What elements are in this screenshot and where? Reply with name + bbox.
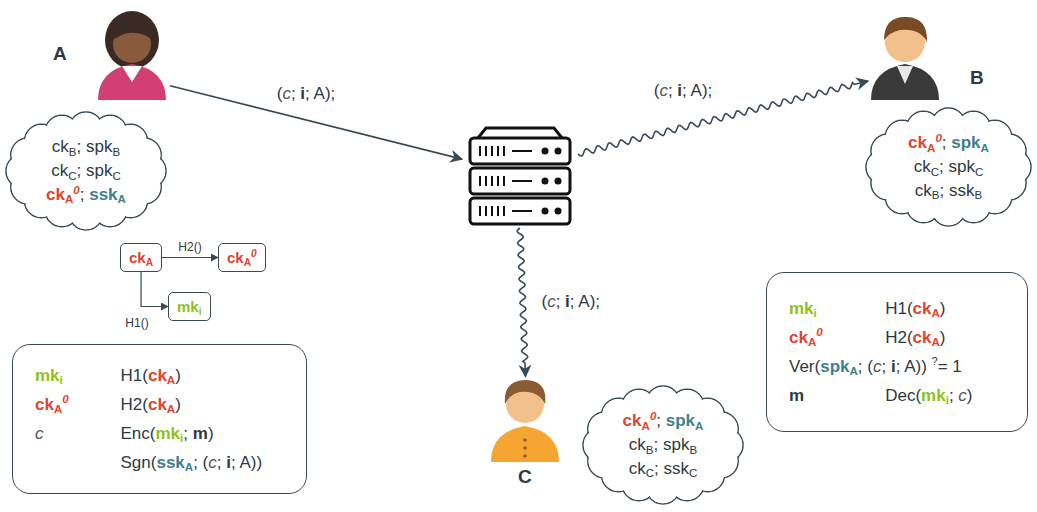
formula-text: mki: [35, 366, 91, 386]
key-cloud: ckA0; spkAckC; spkCckB; sskB: [866, 108, 1031, 226]
formula-text: ckA0; spkA: [908, 131, 989, 155]
key-box: mki: [168, 292, 211, 321]
formula-text: Enc(mki; m): [121, 424, 284, 444]
party-label: A: [53, 43, 67, 65]
formula-text: ckB; spkB: [52, 135, 120, 159]
edge-label: (c; i; A);: [652, 81, 715, 101]
formula-text: ckA0; spkA: [623, 409, 704, 433]
formula-text: ckB; spkB: [629, 433, 697, 457]
edge-label: (c; i; A);: [275, 84, 338, 104]
server-icon: [470, 128, 570, 224]
key-cloud: ckA0; spkAckB; spkBckC; sskC: [583, 386, 743, 504]
formula-text: Dec(mki; c): [885, 386, 1005, 406]
formula-text: H1(ckA): [121, 366, 284, 386]
key-box: ckA: [120, 243, 162, 272]
formula-text: Ver(spkA; (c; i; A)) ?= 1: [789, 357, 1005, 377]
person-node: C: [488, 372, 563, 462]
arrow: [141, 272, 168, 307]
party-label: B: [970, 67, 984, 89]
formula-text: ckA0: [789, 328, 855, 348]
key-box: ckA0: [218, 243, 266, 272]
formula-text: ckC; sskC: [629, 457, 698, 481]
person-node: B: [868, 5, 943, 100]
formula-text: c: [35, 424, 91, 444]
formula-text: H1(ckA): [885, 299, 1005, 319]
formula-text: m: [789, 386, 855, 406]
arrow: [162, 257, 218, 258]
formula-text: mki: [177, 298, 202, 315]
formula-text: ckC; spkC: [914, 155, 984, 179]
person-icon: [871, 17, 939, 100]
person-icon: [491, 380, 559, 462]
formula-text: ckA0: [227, 249, 257, 266]
edge-label: H2(): [176, 240, 203, 254]
formula-text: ckA0; sskA: [46, 183, 126, 207]
formula-text: H2(ckA): [121, 395, 284, 415]
wavy-arrow: [517, 228, 528, 377]
person-icon: [98, 11, 166, 100]
formula-text: ckA: [129, 249, 153, 266]
formula-text: ckB; sskB: [915, 179, 982, 203]
formula-text: ckC; spkC: [51, 159, 121, 183]
party-label: C: [518, 466, 532, 488]
server-node: [462, 122, 578, 228]
formula-text: Sgn(sskA; (c; i; A)): [121, 453, 284, 473]
formula-text: ckA0: [35, 395, 91, 415]
computation-box: mki H1(ckA) ckA0 H2(ckA) c Enc(mki; m) Sgn(ssk…: [12, 344, 307, 494]
key-cloud: ckB; spkBckC; spkCckA0; sskA: [6, 112, 166, 230]
edge-label: H1(): [123, 316, 150, 330]
wavy-arrow: [578, 81, 868, 156]
formula-text: mki: [789, 299, 855, 319]
edge-label: (c; i; A);: [539, 292, 602, 312]
formula-text: H2(ckA): [885, 328, 1005, 348]
person-node: A: [95, 5, 170, 100]
computation-box: mki H1(ckA) ckA0 H2(ckA) Ver(spkA; (c; i; A)…: [766, 272, 1028, 432]
